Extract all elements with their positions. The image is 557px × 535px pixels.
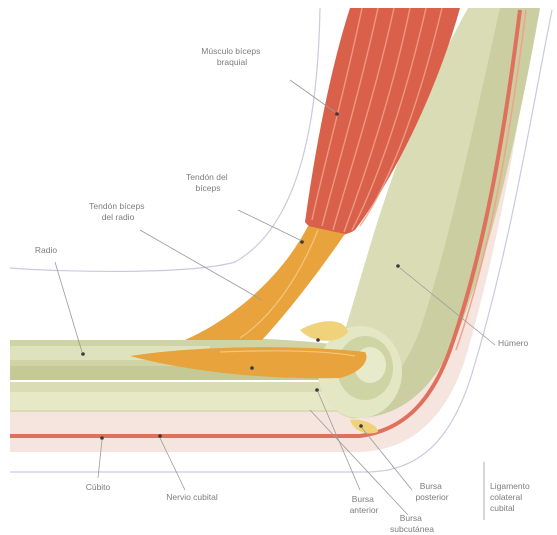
label-ulnar-nerve: Nervio cubital <box>166 492 218 502</box>
label-radius: Radio <box>35 245 57 255</box>
ulna-shade <box>10 392 340 410</box>
label-bursa-subcutanea: Bursa subcutánea <box>390 513 434 534</box>
label-ulnar-collateral: Ligamento colateral cubital <box>490 481 532 513</box>
skin-outline-upper <box>10 8 320 271</box>
label-anterior-bursa: Bursa anterior <box>350 494 379 515</box>
label-bicipital-aponeurosis: Tendón bíceps del radio <box>89 201 147 222</box>
label-humerus: Húmero <box>498 338 529 348</box>
label-biceps-brachii: Músculo bíceps braquial <box>201 46 262 67</box>
anterior-bursa-shape <box>300 321 348 341</box>
label-posterior-bursa: Bursa posterior <box>415 481 448 502</box>
label-biceps-tendon: Tendón del bíceps <box>186 172 230 193</box>
label-ulna: Cúbito <box>86 482 111 492</box>
